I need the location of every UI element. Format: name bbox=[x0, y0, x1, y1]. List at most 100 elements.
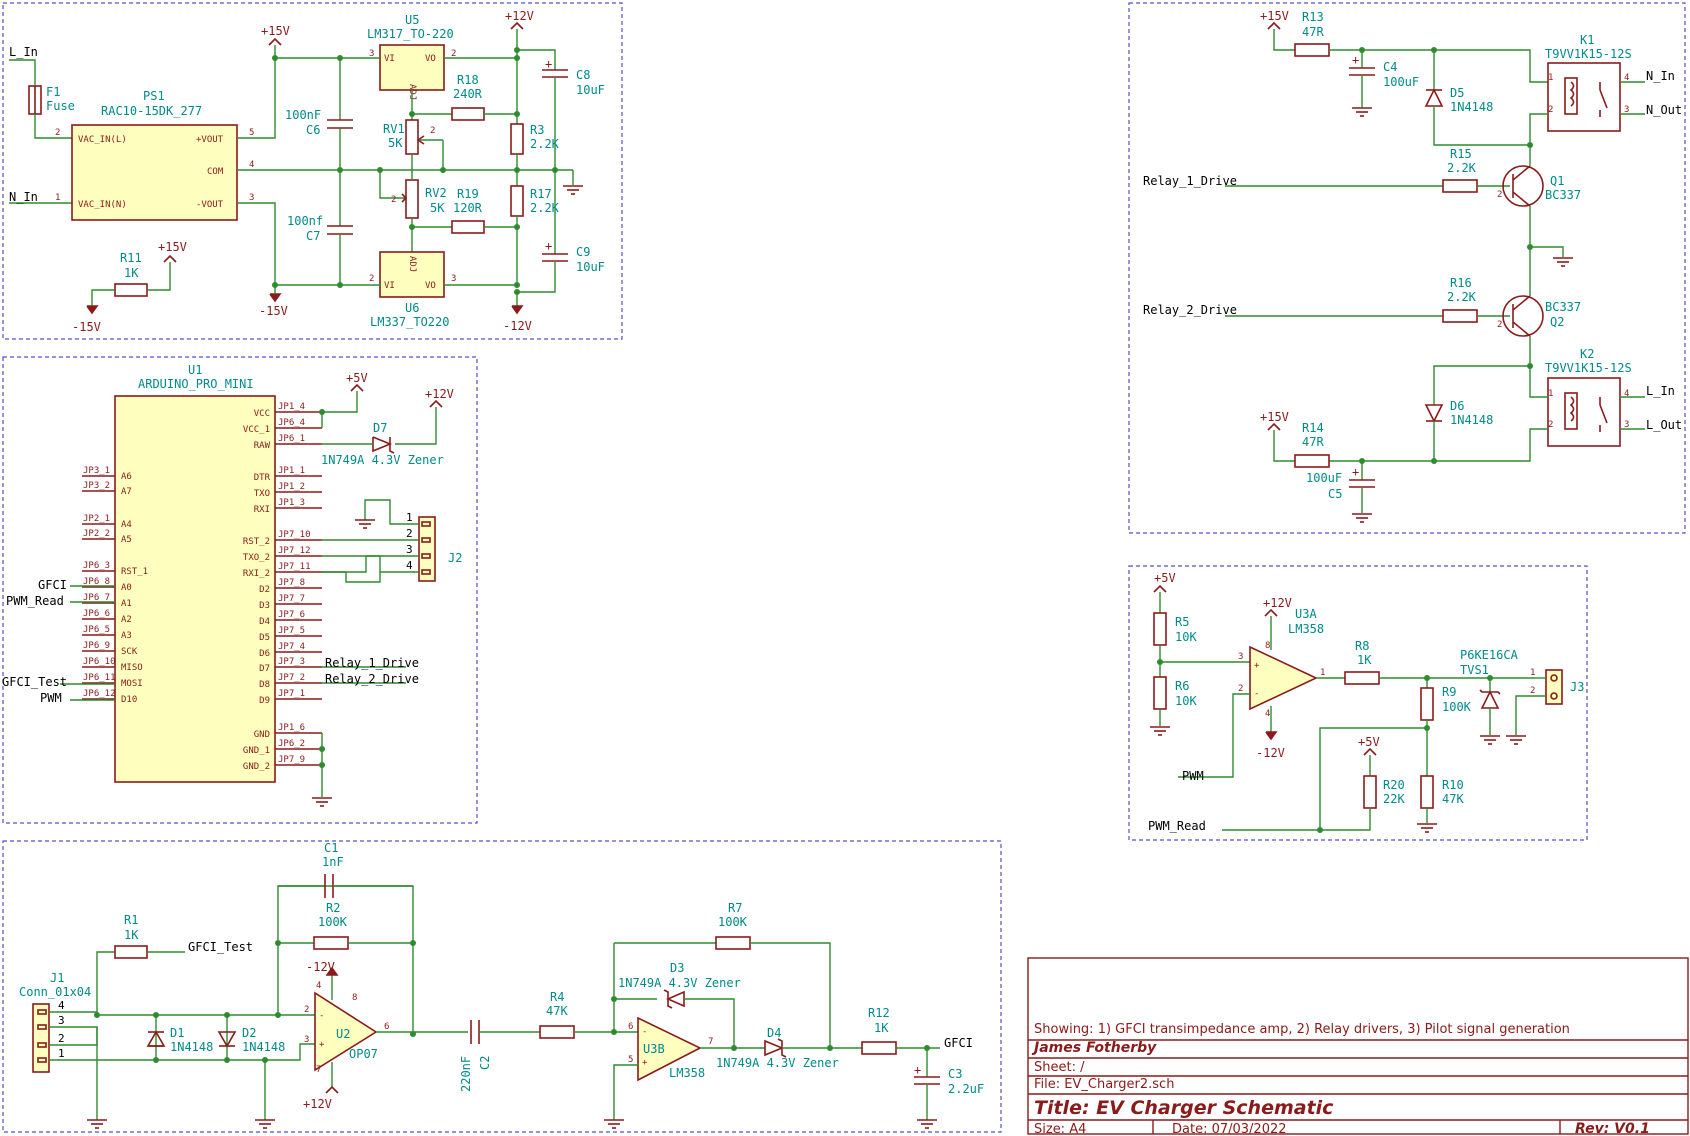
arduino-jp-right: JP7_4 bbox=[278, 642, 305, 652]
r18-ref: R18 bbox=[457, 73, 479, 87]
svg-text:7: 7 bbox=[316, 1065, 321, 1075]
u6-regulator bbox=[379, 251, 445, 298]
r9-val: 100K bbox=[1442, 700, 1472, 714]
arduino-p5-label: +5V bbox=[346, 371, 368, 385]
relay-section: +15V R13 47R + C4 100uF D5 1N4148 K bbox=[1143, 9, 1682, 523]
svg-text:4: 4 bbox=[1265, 709, 1270, 719]
arduino-pin-right: GND bbox=[254, 730, 270, 740]
r17-val: 2.2K bbox=[530, 201, 560, 215]
svg-text:4: 4 bbox=[249, 160, 254, 170]
arduino-net-gfci-test: GFCI_Test bbox=[2, 675, 67, 689]
r14-val: 47R bbox=[1302, 435, 1324, 449]
svg-text:2: 2 bbox=[1548, 420, 1553, 430]
arduino-jp-left: JP6_9 bbox=[83, 641, 110, 651]
k2-l-in: L_In bbox=[1646, 384, 1675, 398]
arduino-jp-left: JP6_5 bbox=[83, 625, 110, 635]
svg-text:+: + bbox=[642, 1058, 648, 1068]
j2-pin-num: 4 bbox=[406, 559, 413, 572]
d7-val: 1N749A 4.3V Zener bbox=[321, 453, 444, 467]
svg-text:4: 4 bbox=[1624, 73, 1629, 83]
k1-n-in: N_In bbox=[1646, 69, 1675, 83]
j3-ref: J3 bbox=[1570, 680, 1584, 694]
r17-resistor bbox=[510, 185, 524, 217]
arduino-jp-right: JP7_6 bbox=[278, 610, 305, 620]
j1-ref: J1 bbox=[50, 971, 64, 985]
arduino-jp-right: JP7_11 bbox=[278, 562, 311, 572]
arduino-section: U1 ARDUINO_PRO_MINI JP3_1A6JP3_2A7JP2_1A… bbox=[2, 363, 462, 807]
r4-ref: R4 bbox=[550, 990, 564, 1004]
r13-val: 47R bbox=[1302, 25, 1324, 39]
q2-val: BC337 bbox=[1545, 300, 1581, 314]
arduino-pin-right: RXI bbox=[254, 505, 270, 515]
c2-ref: C2 bbox=[478, 1056, 492, 1070]
r6-val: 10K bbox=[1175, 694, 1197, 708]
svg-text:2: 2 bbox=[369, 274, 374, 284]
arduino-jp-left: JP6_10 bbox=[83, 657, 116, 667]
arduino-jp-left: JP6_3 bbox=[83, 561, 110, 571]
gfci-net-gfci: GFCI bbox=[944, 1036, 973, 1050]
arduino-jp-right: JP6_4 bbox=[278, 418, 305, 428]
arduino-pin-left: SCK bbox=[121, 647, 138, 657]
u2-p12-label: +12V bbox=[303, 1097, 332, 1111]
arduino-jp-right: JP1_1 bbox=[278, 466, 305, 476]
u1-val: ARDUINO_PRO_MINI bbox=[138, 377, 254, 391]
d3-ref: D3 bbox=[670, 961, 684, 975]
svg-text:2: 2 bbox=[451, 49, 456, 59]
r7-resistor bbox=[715, 936, 751, 950]
k1-ref: K1 bbox=[1580, 33, 1594, 47]
c5-val: 100uF bbox=[1306, 471, 1342, 485]
u3a-ref: U3A bbox=[1295, 607, 1317, 621]
r18-val: 240R bbox=[453, 87, 483, 101]
svg-text:3: 3 bbox=[451, 274, 456, 284]
arduino-pin-right: D5 bbox=[259, 633, 270, 643]
svg-text:1: 1 bbox=[1530, 668, 1535, 678]
j2-connector bbox=[418, 516, 436, 582]
r5-resistor bbox=[1153, 612, 1167, 646]
arduino-pin-left: A7 bbox=[121, 487, 132, 497]
arduino-pin-right: D9 bbox=[259, 696, 270, 706]
r4-resistor bbox=[539, 1025, 575, 1039]
j2-ref: J2 bbox=[448, 551, 462, 565]
arduino-jp-right: JP7_12 bbox=[278, 546, 311, 556]
svg-text:5: 5 bbox=[628, 1055, 633, 1065]
svg-text:+: + bbox=[545, 57, 552, 71]
u5-pin-vo: VO bbox=[425, 54, 436, 64]
svg-text:7: 7 bbox=[708, 1037, 713, 1047]
arduino-pin-right: RAW bbox=[254, 441, 271, 451]
arduino-pin-right: D3 bbox=[259, 601, 270, 611]
j1-pin-num: 2 bbox=[58, 1032, 65, 1045]
d6-ref: D6 bbox=[1450, 399, 1464, 413]
tvs-ref: TVS1 bbox=[1460, 663, 1489, 677]
svg-text:+: + bbox=[1254, 661, 1260, 671]
arduino-pin-right: VCC_1 bbox=[243, 425, 270, 435]
j1-pin-num: 4 bbox=[58, 999, 65, 1012]
arduino-pin-left: A1 bbox=[121, 599, 132, 609]
r8-ref: R8 bbox=[1355, 639, 1369, 653]
ps-p12-label: +12V bbox=[505, 9, 534, 23]
u6-pin-adj: ADJ bbox=[407, 256, 417, 272]
r15-ref: R15 bbox=[1450, 147, 1472, 161]
j1-val: Conn_01x04 bbox=[19, 985, 91, 999]
c7-val: 100nf bbox=[287, 214, 323, 228]
pilot-p12-label: +12V bbox=[1263, 596, 1292, 610]
r3-ref: R3 bbox=[530, 123, 544, 137]
svg-text:+: + bbox=[1352, 53, 1359, 67]
d7-zener-diode bbox=[372, 436, 393, 453]
arduino-jp-left: JP6_7 bbox=[83, 593, 110, 603]
d3-zener-diode bbox=[666, 990, 685, 1008]
ps1-pin-vac-n: VAC_IN(N) bbox=[78, 200, 127, 210]
svg-text:+: + bbox=[319, 1040, 325, 1050]
u2-m12-label: -12V bbox=[306, 960, 335, 974]
k2-val: T9VV1K15-12S bbox=[1545, 361, 1632, 375]
r5-ref: R5 bbox=[1175, 615, 1189, 629]
arduino-jp-left: JP6_8 bbox=[83, 577, 110, 587]
tvs1-diode bbox=[1480, 690, 1500, 709]
r19-resistor bbox=[451, 220, 485, 234]
j2-pin-num: 3 bbox=[406, 543, 413, 556]
relay-p15-bottom: +15V bbox=[1260, 410, 1289, 424]
tb-size: Size: A4 bbox=[1034, 1122, 1086, 1136]
arduino-pin-right: GND_2 bbox=[243, 762, 270, 772]
arduino-pin-left: A2 bbox=[121, 615, 132, 625]
svg-text:4: 4 bbox=[316, 981, 321, 991]
r2-ref: R2 bbox=[326, 901, 340, 915]
